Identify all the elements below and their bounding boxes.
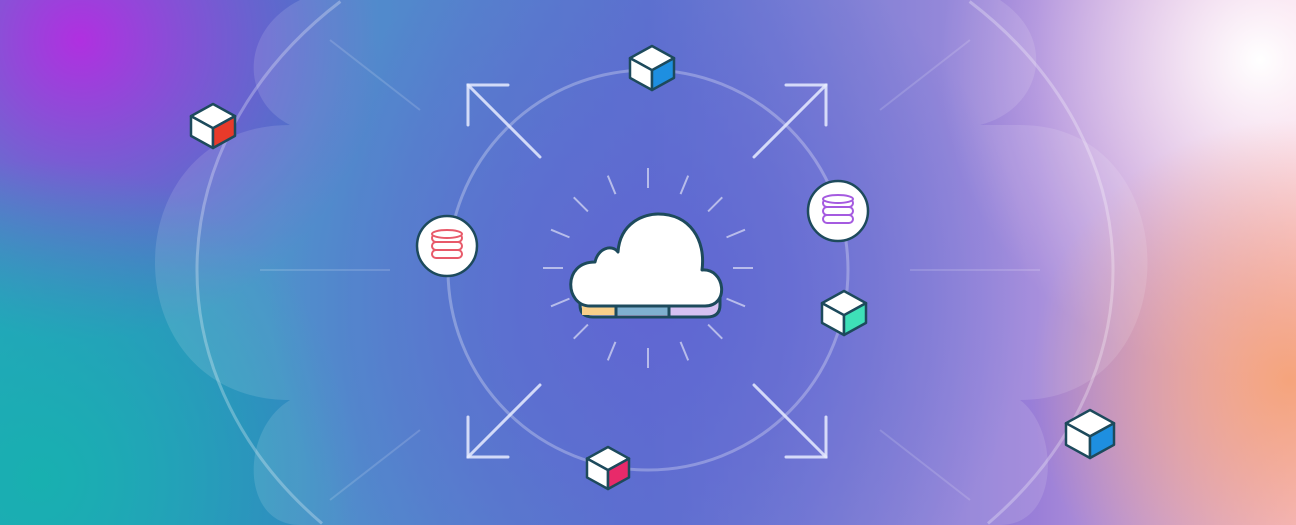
cube-blue-right-icon (1064, 408, 1116, 460)
database-purple-icon (806, 179, 870, 243)
cube-pink-icon (585, 445, 631, 491)
ray (573, 196, 589, 213)
ray (707, 196, 723, 213)
faint-spokes (260, 39, 1040, 501)
arrow-down-left-icon (466, 383, 542, 459)
ray (606, 341, 617, 361)
ray (707, 323, 723, 340)
cloud-rays (543, 168, 753, 368)
outer-ring-left-arc (195, 0, 342, 525)
ray (550, 297, 570, 308)
ray (726, 297, 746, 308)
cube-red-icon (189, 102, 237, 150)
direction-arrows (466, 83, 828, 459)
ray (679, 175, 690, 195)
cube-teal-icon (820, 289, 868, 337)
ray (726, 228, 746, 239)
outer-ring-right-arc (968, 0, 1115, 525)
arrow-down-right-icon (752, 383, 828, 459)
database-red-icon (415, 214, 479, 278)
ray (573, 323, 589, 340)
arrow-up-left-icon (466, 83, 542, 159)
ray (679, 341, 690, 361)
cube-blue-top-icon (628, 44, 676, 92)
ray (606, 175, 617, 195)
cloud-icon (569, 212, 723, 319)
arrow-up-right-icon (752, 83, 828, 159)
ray (550, 228, 570, 239)
